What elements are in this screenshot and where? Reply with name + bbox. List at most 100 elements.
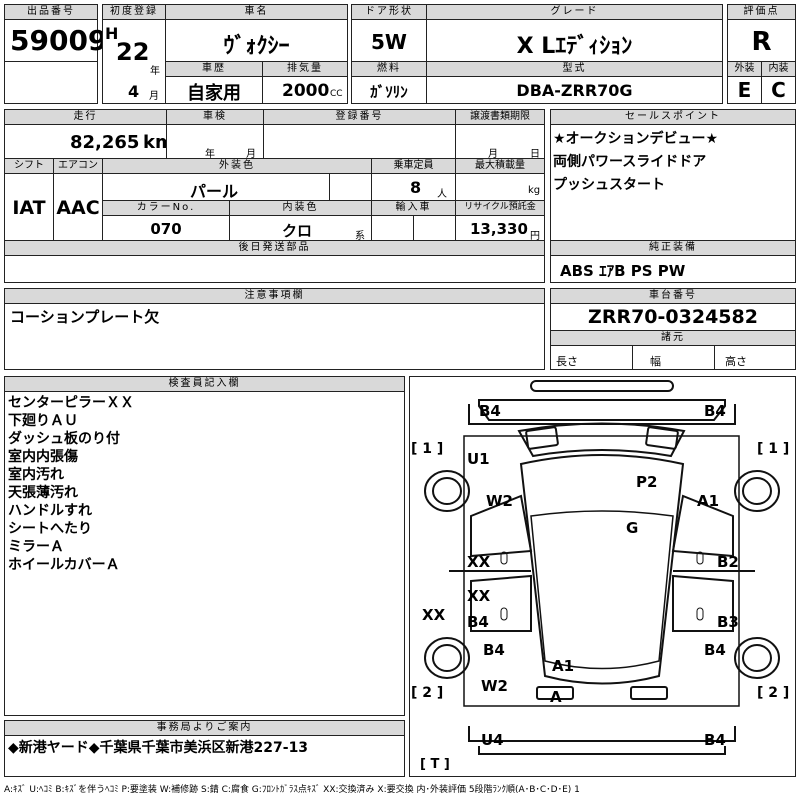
width-label: 幅 [650, 355, 661, 368]
max-load-unit: kg [528, 185, 541, 196]
bracket-front-right: [ 1 ] [757, 441, 790, 457]
int-color: クロ [282, 222, 313, 240]
doc-deadline-header: 譲渡書類期限 [455, 109, 545, 125]
ac-header: エアコン [53, 158, 103, 174]
legend-text: A:ｷｽﾞ U:ﾍｺﾐ B:ｷｽﾞを伴うﾍｺﾐ P:要塗装 W:補修跡 S:錆 … [4, 785, 580, 795]
ext-color-blank [329, 173, 372, 201]
max-load-header: 最大積載量 [455, 158, 545, 174]
cabin-shape [519, 454, 685, 685]
damage-mark: B4 [704, 402, 726, 420]
inspector-header: 検査員記入欄 [4, 376, 405, 392]
handle-l2 [500, 607, 508, 621]
inspector-line: シートへたり [8, 521, 92, 537]
inspection-header: 車検 [166, 109, 264, 125]
year-unit: 年 [150, 66, 160, 77]
first-reg-month: 4 [128, 82, 140, 101]
displacement-header: 排気量 [262, 61, 348, 77]
inspector-cell [4, 391, 405, 716]
inspector-line: 下廻りＡＵ [8, 413, 78, 429]
wheel-rl [424, 637, 470, 679]
displacement-cell [262, 76, 348, 104]
wheel-fl-inner [432, 477, 462, 505]
import-header: 輸入車 [371, 200, 456, 216]
inspector-line: ホイールカバーＡ [8, 557, 120, 573]
wheel-rl-inner [432, 644, 462, 672]
doc-day-unit: 日 [530, 149, 540, 160]
int-grade: C [771, 78, 786, 102]
lot-no-header: 出品番号 [4, 4, 98, 20]
ext-grade-cell [727, 76, 762, 104]
mileage: 82,265 [70, 132, 140, 153]
bracket-trunk: [ T ] [420, 757, 450, 772]
damage-mark: B4 [479, 402, 501, 420]
fuel: ｶﾞｿﾘﾝ [370, 83, 408, 101]
wheel-fr [734, 470, 780, 512]
fuel-cell [351, 76, 427, 104]
sales-points-header: セールスポイント [550, 109, 796, 125]
shift-cell [4, 173, 54, 241]
damage-mark: W2 [481, 677, 508, 695]
fuel-header: 燃料 [351, 61, 427, 77]
damage-mark: B4 [483, 641, 505, 659]
door-header: ドア形状 [351, 4, 427, 20]
ac: AAC [56, 197, 100, 219]
reg-no-cell [263, 124, 456, 159]
wheel-rr [734, 637, 780, 679]
left-front-door [470, 494, 533, 558]
inspector-line: ハンドルすれ [8, 503, 92, 519]
int-color-suffix: 系 [355, 231, 365, 242]
history: 自家用 [187, 83, 241, 104]
displacement: 2000 [282, 81, 330, 101]
wheel-fr-inner [742, 477, 772, 505]
chassis-header: 車台番号 [550, 288, 796, 304]
history-cell [165, 76, 263, 104]
office-cell [4, 735, 405, 777]
damage-mark: XX [467, 587, 491, 605]
door: 5W [371, 30, 407, 54]
wheel-fl [424, 470, 470, 512]
ac-cell [53, 173, 103, 241]
right-rear-door [672, 574, 734, 632]
shift-header: シフト [4, 158, 54, 174]
notes-text: コーションプレート欠 [10, 308, 160, 326]
ext-color-cell [102, 173, 330, 201]
damage-mark: A1 [552, 657, 575, 675]
reg-no-header: 登録番号 [263, 109, 456, 125]
inspection-month-unit: 月 [246, 149, 256, 160]
capacity-cell [371, 173, 456, 201]
capacity-header: 乗車定員 [371, 158, 456, 174]
recycle-unit: 円 [530, 231, 540, 242]
doc-month-unit: 月 [488, 149, 498, 160]
car-name-header: 車名 [165, 4, 348, 20]
grade: X Lｴﾃﾞｨｼｮﾝ [516, 34, 633, 59]
doc-deadline-cell [455, 124, 545, 159]
capacity: 8 [410, 178, 422, 197]
import-cell-2 [413, 215, 456, 241]
handle-r [696, 551, 704, 565]
sales-point-3: プッシュスタート [553, 177, 665, 193]
int-color-header: 内装色 [229, 200, 372, 216]
grade-header: グレード [426, 4, 723, 20]
specs-width-cell [632, 345, 715, 370]
damage-mark: B4 [704, 641, 726, 659]
notes-cell [4, 303, 545, 370]
damage-mark: B4 [704, 731, 726, 749]
max-load-cell [455, 173, 545, 201]
office-text: ◆新港ヤード◆千葉県千葉市美浜区新港227-13 [8, 740, 309, 756]
car-diagram [424, 380, 780, 755]
damage-diagram-frame [409, 376, 796, 777]
history-header: 車歴 [165, 61, 263, 77]
left-rear-door [470, 574, 532, 632]
int-grade-cell [761, 76, 796, 104]
first-reg-year: 22 [116, 38, 150, 66]
car-name-cell [165, 19, 348, 62]
ext-color: パール [190, 182, 239, 201]
recycle-header: リサイクル預託金 [455, 200, 545, 216]
damage-mark: U4 [481, 731, 504, 749]
inspection-cell [166, 124, 264, 159]
score-cell [727, 19, 796, 62]
int-color-cell [229, 215, 372, 241]
first-reg-cell [102, 19, 166, 104]
office-header: 事務局よりご案内 [4, 720, 405, 736]
ext-color-header: 外装色 [102, 158, 372, 174]
